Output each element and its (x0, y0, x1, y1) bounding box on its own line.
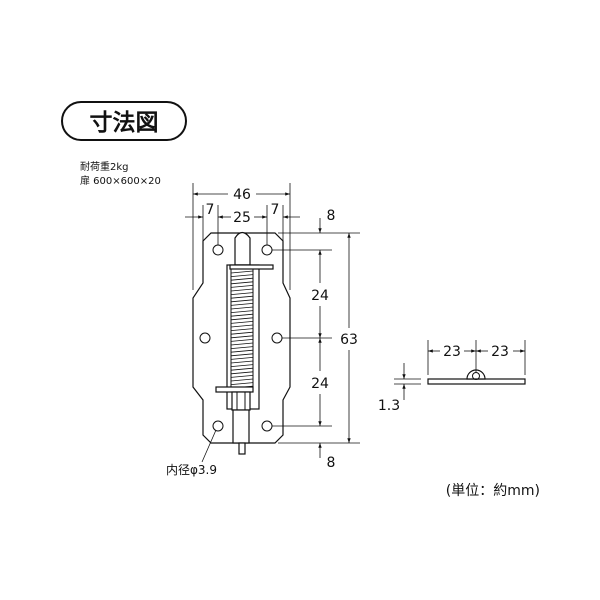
dim-pitch-lower: 24 (311, 376, 329, 392)
dim-edge-right: 7 (271, 202, 280, 218)
coil-turn (230, 360, 254, 364)
dim-bottom-margin: 8 (327, 455, 336, 471)
bolt-handle (215, 386, 254, 393)
width-dimensions (185, 183, 300, 290)
coil-turn (230, 335, 254, 339)
height-dimensions (272, 218, 360, 458)
side-view (394, 340, 526, 400)
bolt-tip (238, 442, 246, 455)
dim-top-margin: 8 (327, 208, 336, 224)
dim-edge-left: 7 (206, 202, 215, 218)
hole-diameter-label: 内径φ3.9 (166, 463, 217, 477)
hole (212, 420, 224, 432)
unit-note: (単位：約mm) (446, 483, 540, 499)
coil-turn (230, 285, 254, 288)
coil-turn (230, 313, 254, 317)
door-size: 扉 600×600×20 (80, 174, 161, 187)
dim-side-left: 23 (443, 344, 461, 360)
bolt-lower (232, 409, 250, 444)
coil-turn (230, 367, 254, 371)
dim-pitch-upper: 24 (311, 288, 329, 304)
page-title: 寸法図 (90, 110, 159, 136)
coil-turn (230, 281, 254, 285)
coil-turn (230, 371, 254, 375)
coil-turn (230, 306, 254, 310)
coil-turn (230, 382, 254, 385)
coil-turn (230, 310, 254, 313)
dim-thickness: 1.3 (378, 398, 400, 414)
title-badge: 寸法図 (61, 101, 187, 141)
coil-turn (230, 328, 254, 331)
coil-turn (230, 295, 254, 299)
bolt-shaft (231, 391, 251, 411)
dim-hole-pitch-x: 25 (233, 210, 251, 226)
coil-turn (230, 317, 254, 321)
housing-tab (229, 264, 274, 270)
coil-turn (230, 292, 254, 295)
dim-total-height: 63 (340, 332, 358, 348)
leader-line (201, 429, 217, 463)
coil-turn (230, 277, 254, 281)
coil-turn (230, 303, 254, 306)
hole (199, 332, 211, 344)
coil-turn (230, 378, 254, 382)
coil-turn (230, 375, 254, 378)
coil-turn (230, 342, 254, 346)
spring-bolt (215, 231, 274, 455)
coil-turn (230, 331, 254, 335)
spring-coil (230, 270, 254, 389)
coil-turn (230, 346, 254, 349)
coil-turn (230, 270, 254, 274)
coil-turn (230, 299, 254, 303)
coil-turn (230, 339, 254, 342)
bolt-pin-top (234, 231, 251, 266)
coil-turn (230, 288, 254, 292)
coil-turn (230, 349, 254, 353)
hinge-knuckle (466, 369, 486, 380)
coil-turn (230, 364, 254, 367)
coil-turn (230, 324, 254, 328)
coil-turn (230, 353, 254, 357)
dim-side-right: 23 (491, 344, 509, 360)
coil-turn (230, 321, 254, 324)
dim-total-width: 46 (233, 187, 251, 203)
coil-turn (230, 274, 254, 277)
load-capacity: 耐荷重2kg (80, 160, 129, 173)
coil-turn (230, 357, 254, 360)
